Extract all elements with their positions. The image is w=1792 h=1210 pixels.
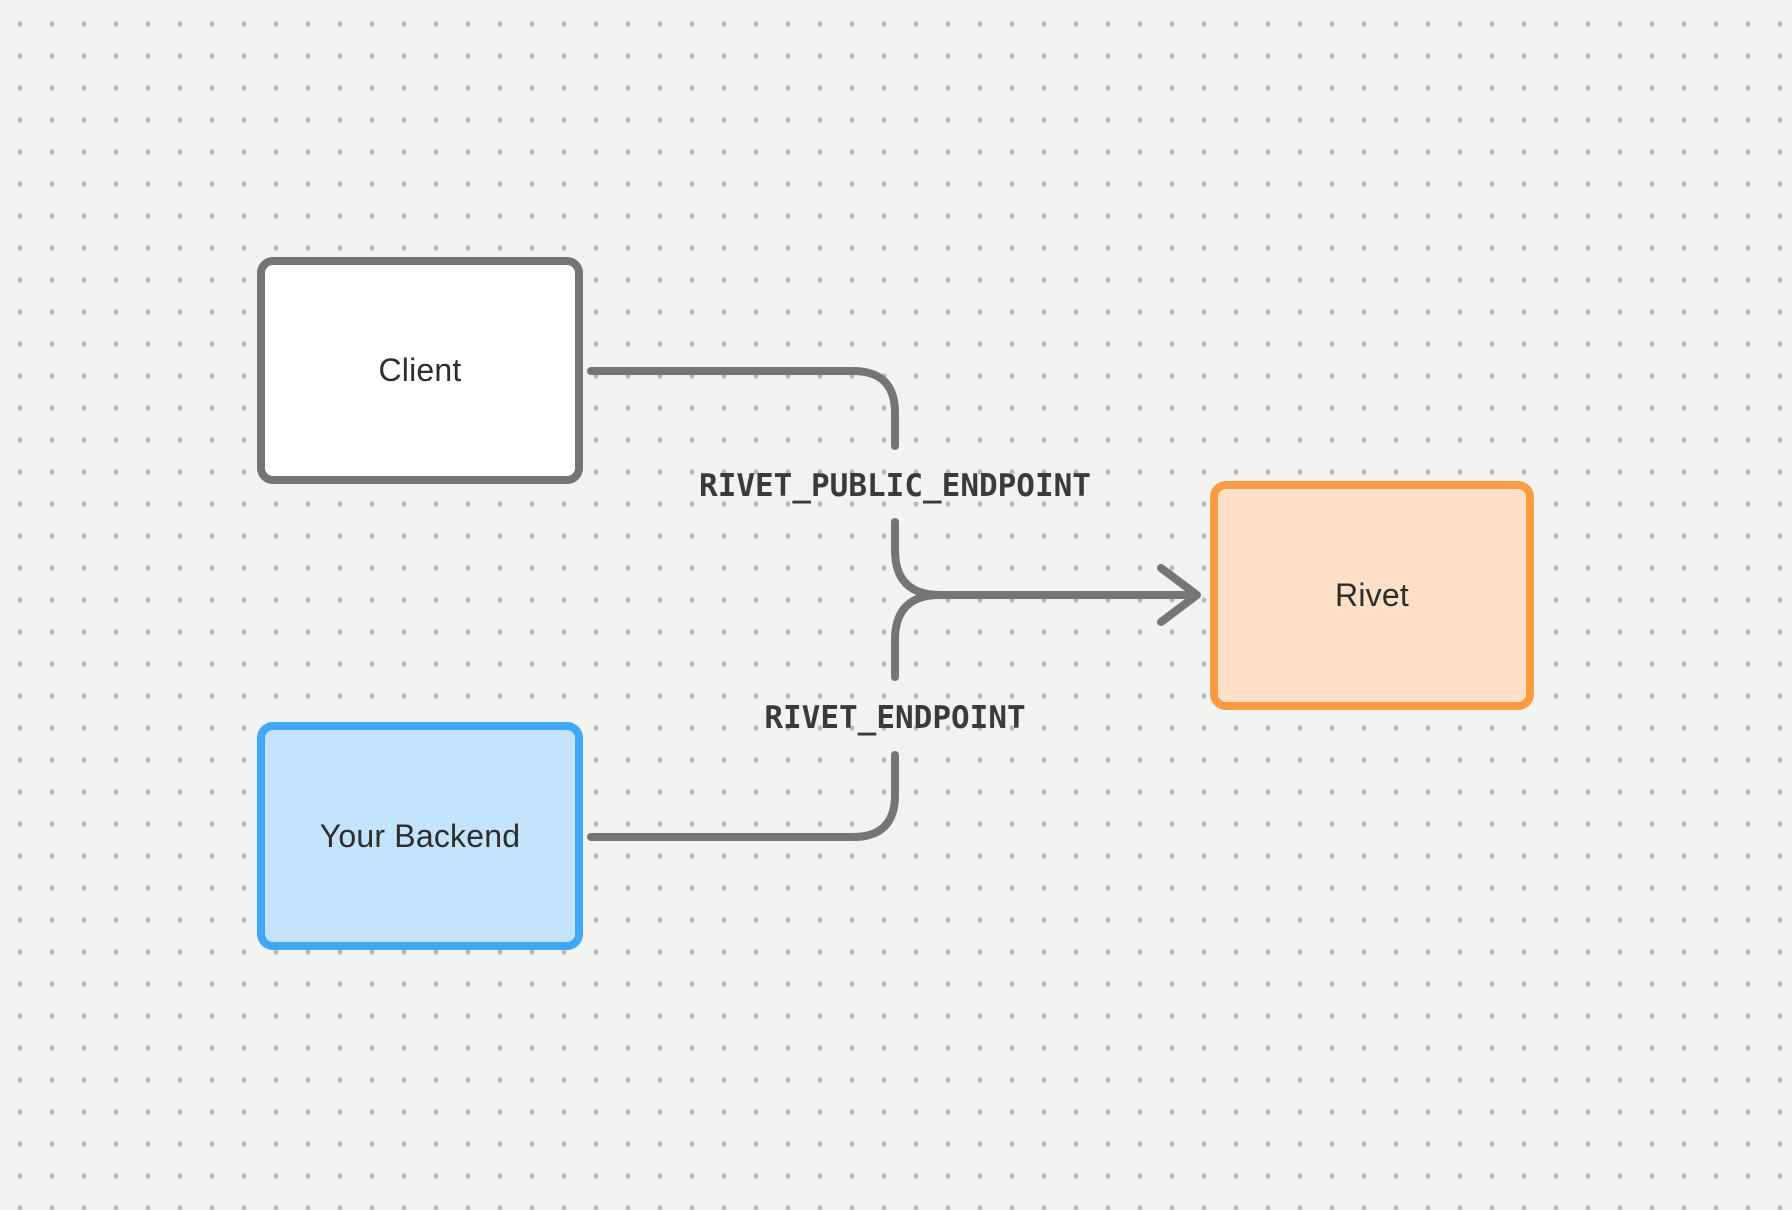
node-your-backend: Your Backend [257, 722, 583, 950]
connector-backend-to-label [587, 751, 899, 841]
node-rivet: Rivet [1210, 481, 1534, 710]
arrowhead-icon [1157, 564, 1201, 626]
node-client: Client [257, 257, 583, 484]
edge-label-rivet-endpoint: RIVET_ENDPOINT [764, 700, 1026, 736]
node-your-backend-label: Your Backend [319, 817, 521, 854]
node-client-label: Client [378, 352, 462, 388]
connector-label-to-rivet [891, 518, 1198, 599]
connector-label-to-merge [891, 591, 944, 681]
connector-client-to-label [587, 367, 899, 450]
node-rivet-label: Rivet [1335, 577, 1409, 613]
edge-label-rivet-public-endpoint: RIVET_PUBLIC_ENDPOINT [699, 468, 1091, 504]
